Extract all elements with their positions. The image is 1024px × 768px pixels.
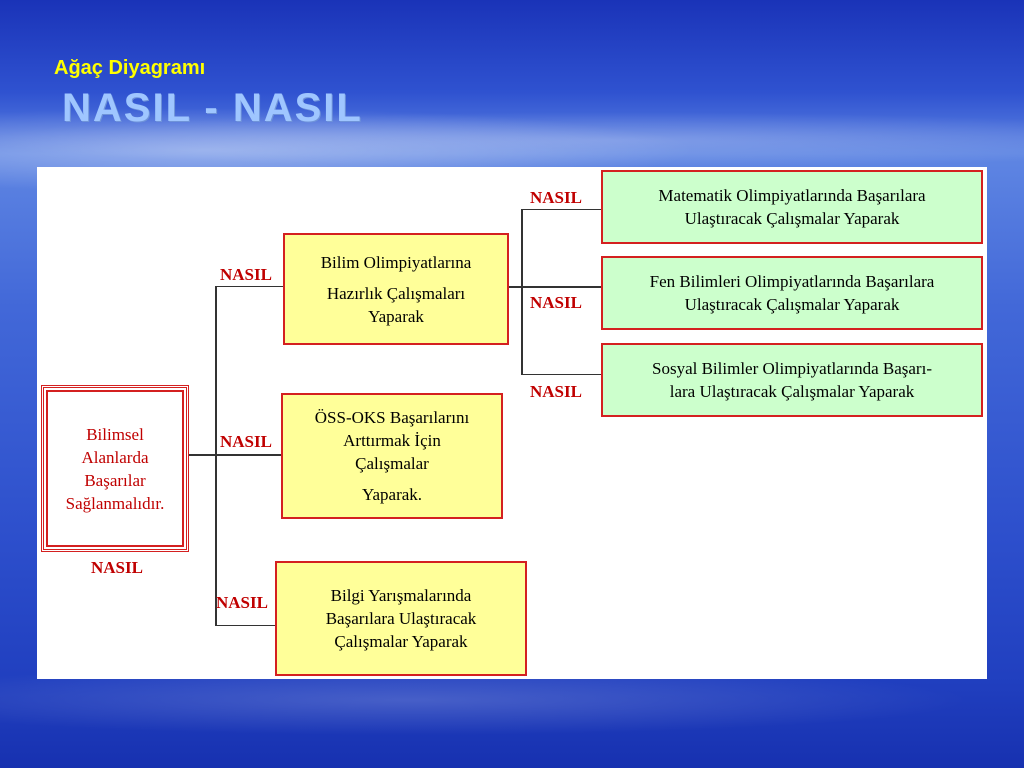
bilgi-line-2: Başarılara Ulaştıracak [325, 609, 477, 628]
fen-line-2: Ulaştıracak Çalışmalar Yaparak [684, 295, 900, 314]
nasil-label-oss: NASIL [220, 432, 272, 451]
matematik-line-2: Ulaştıracak Çalışmalar Yaparak [684, 209, 900, 228]
box-oss-oks: ÖSS-OKS Başarılarını Arttırmak İçin Çalı… [281, 393, 503, 519]
connector-to-sosyal [521, 374, 601, 375]
nasil-label-sosyal: NASIL [530, 382, 582, 401]
nasil-label-fen: NASIL [530, 293, 582, 312]
root-nasil-label: NASIL [91, 558, 143, 577]
box-fen: Fen Bilimleri Olimpiyatlarında Başarılar… [601, 256, 983, 330]
sosyal-line-2: lara Ulaştıracak Çalışmalar Yaparak [669, 382, 915, 401]
connector-to-bilim [215, 286, 283, 287]
connector-level2-trunk [521, 209, 523, 375]
connector-to-matematik [521, 209, 601, 210]
bilgi-line-3: Çalışmalar Yaparak [334, 632, 468, 651]
bilim-line-2: Hazırlık Çalışmaları [326, 283, 466, 303]
box-matematik: Matematik Olimpiyatlarında Başarılara Ul… [601, 170, 983, 244]
connector-root-out [187, 454, 284, 456]
slide-title: NASIL - NASIL [62, 86, 363, 130]
root-box: Bilimsel Alanlarda Başarılar Sağlanmalıd… [41, 385, 189, 552]
slide-subtitle: Ağaç Diyagramı [54, 57, 206, 79]
oss-line-1: ÖSS-OKS Başarılarını [314, 408, 470, 427]
oss-line-3: Çalışmalar [355, 454, 429, 473]
box-sosyal: Sosyal Bilimler Olimpiyatlarında Başarı-… [601, 343, 983, 417]
oss-line-2: Arttırmak İçin [343, 431, 441, 450]
connector-to-bilgi [215, 625, 277, 626]
box-bilgi-yarisma: Bilgi Yarışmalarında Başarılara Ulaştıra… [275, 561, 527, 676]
root-line-3: Başarılar [84, 470, 146, 490]
bilgi-line-1: Bilgi Yarışmalarında [330, 586, 472, 605]
box-bilim-olimpiyat: Bilim Olimpiyatlarına Hazırlık Çalışmala… [283, 233, 509, 345]
fen-line-1: Fen Bilimleri Olimpiyatlarında Başarılar… [649, 272, 935, 291]
bilim-line-1: Bilim Olimpiyatlarına [320, 252, 472, 272]
sosyal-line-1: Sosyal Bilimler Olimpiyatlarında Başarı- [652, 359, 932, 378]
connector-bilim-out [508, 286, 601, 288]
root-line-2: Alanlarda [81, 447, 149, 467]
root-line-1: Bilimsel [86, 424, 144, 444]
matematik-line-1: Matematik Olimpiyatlarında Başarılara [658, 186, 926, 205]
root-line-4: Sağlanmalıdır. [65, 493, 165, 513]
oss-line-4: Yaparak. [361, 485, 423, 504]
nasil-label-bilim: NASIL [220, 265, 272, 284]
tree-diagram: Bilimsel Alanlarda Başarılar Sağlanmalıd… [37, 167, 987, 679]
nasil-label-bilgi: NASIL [216, 593, 268, 612]
bilim-line-3: Yaparak [368, 306, 424, 326]
nasil-label-matematik: NASIL [530, 188, 582, 207]
connector-level1-trunk [215, 286, 217, 626]
